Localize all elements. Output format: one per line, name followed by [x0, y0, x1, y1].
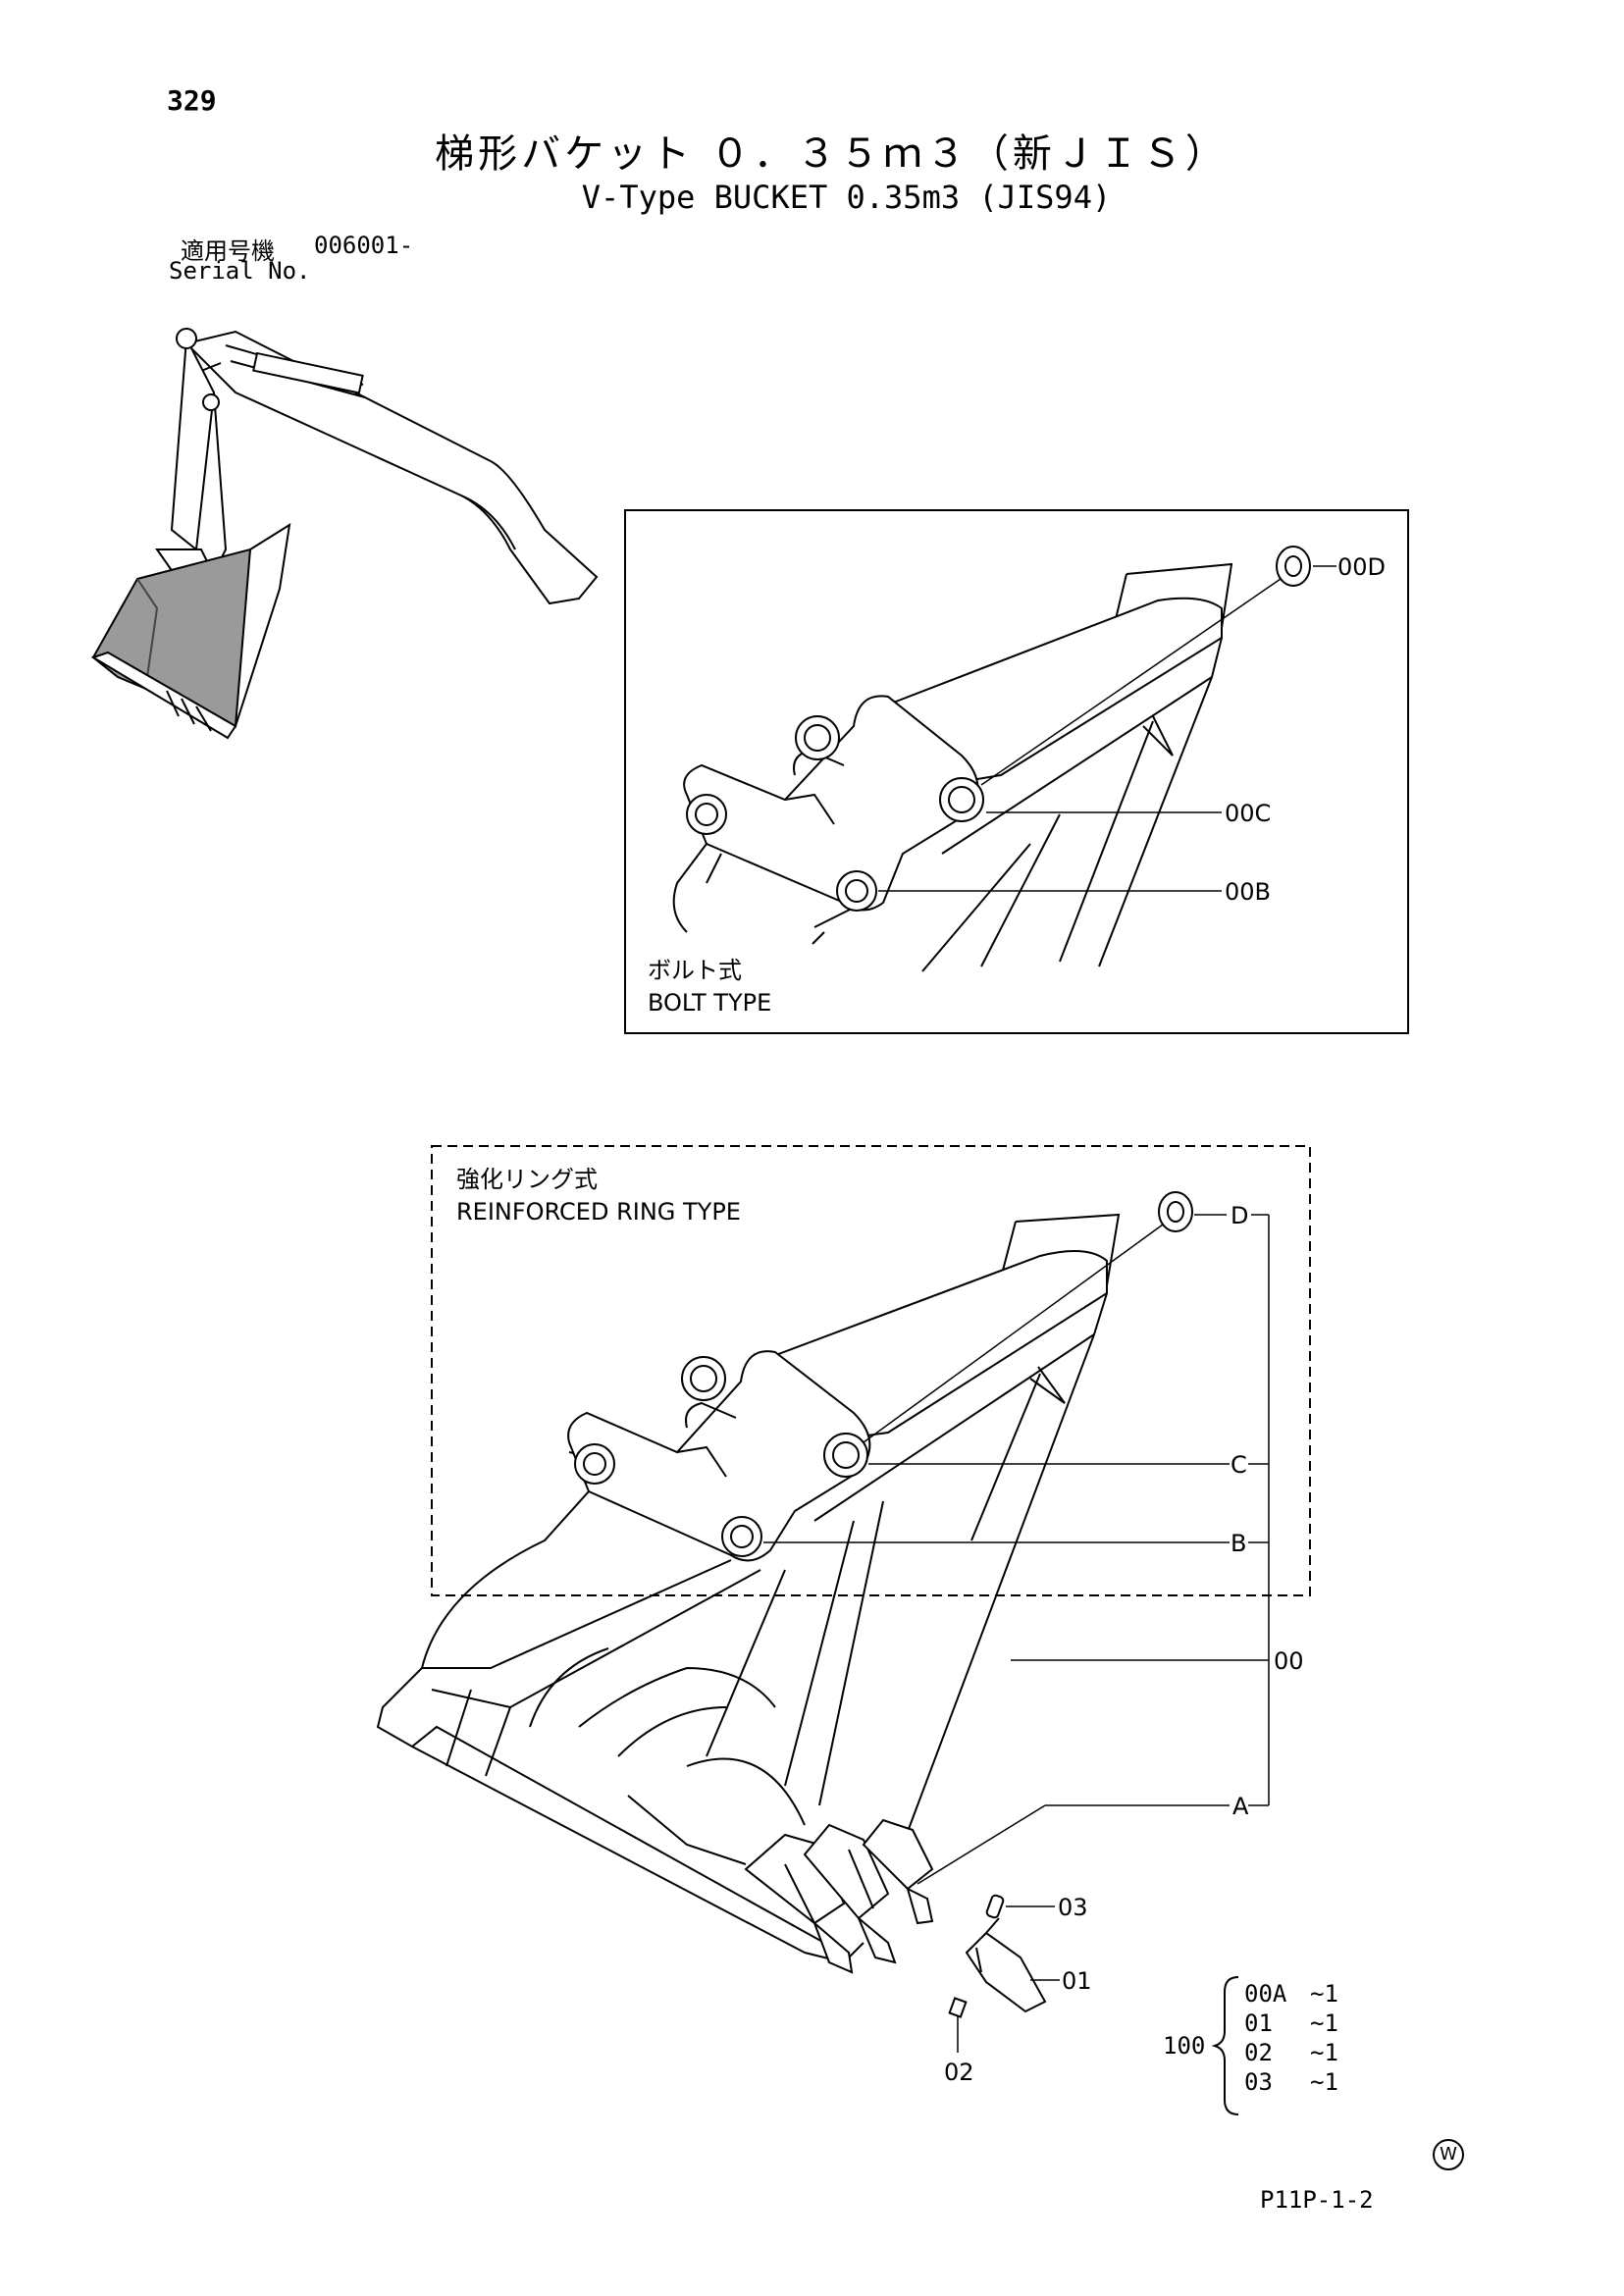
- bolt-type-bucket-drawing: [672, 546, 1336, 972]
- kit-item-qty: ~1: [1310, 2009, 1338, 2037]
- excavator-arm-illustration: [90, 328, 599, 740]
- bolt-type-label-japanese: ボルト式: [648, 957, 742, 984]
- callout-03: 03: [1058, 1894, 1088, 1921]
- callout-00b: 00B: [1225, 878, 1271, 906]
- ring-type-label-english: REINFORCED RING TYPE: [456, 1198, 741, 1226]
- kit-item-qty: ~1: [1310, 2068, 1338, 2096]
- footer-code: P11P-1-2: [1260, 2186, 1374, 2214]
- title-english: V-Type BUCKET 0.35m3 (JIS94): [581, 179, 1112, 216]
- kit-item-part: 02: [1244, 2039, 1273, 2066]
- title-japanese: 梯形バケット ０．３５ｍ３（新ＪＩＳ）: [435, 131, 1229, 177]
- w-mark-icon: W: [1433, 2139, 1464, 2170]
- callout-d: D: [1231, 1202, 1248, 1229]
- kit-number: 100: [1163, 2032, 1205, 2060]
- kit-item-part: 01: [1244, 2009, 1273, 2037]
- ring-type-bucket-drawing: [376, 1191, 1270, 2053]
- kit-item-part: 00A: [1244, 1980, 1287, 2008]
- bolt-type-label-english: BOLT TYPE: [648, 989, 771, 1017]
- ring-type-frame: [431, 1145, 1311, 1596]
- ring-type-label-japanese: 強化リング式: [456, 1166, 598, 1193]
- serial-label-english: Serial No.: [169, 257, 311, 285]
- callout-c: C: [1231, 1451, 1247, 1479]
- callout-01: 01: [1062, 1967, 1092, 1995]
- kit-brace: [1211, 1976, 1239, 2115]
- callout-02: 02: [944, 2059, 974, 2086]
- callout-b: B: [1231, 1530, 1246, 1557]
- callout-00d: 00D: [1337, 553, 1386, 581]
- page-number: 329: [167, 84, 217, 117]
- serial-value: 006001-: [314, 232, 414, 259]
- kit-item-qty: ~1: [1310, 1980, 1338, 2008]
- serial-label-japanese: 適用号機: [181, 237, 275, 265]
- callout-00c: 00C: [1225, 800, 1271, 827]
- bolt-type-frame: [624, 509, 1409, 1034]
- callout-00: 00: [1274, 1647, 1304, 1675]
- kit-item-qty: ~1: [1310, 2039, 1338, 2066]
- kit-item-part: 03: [1244, 2068, 1273, 2096]
- callout-a: A: [1232, 1793, 1249, 1820]
